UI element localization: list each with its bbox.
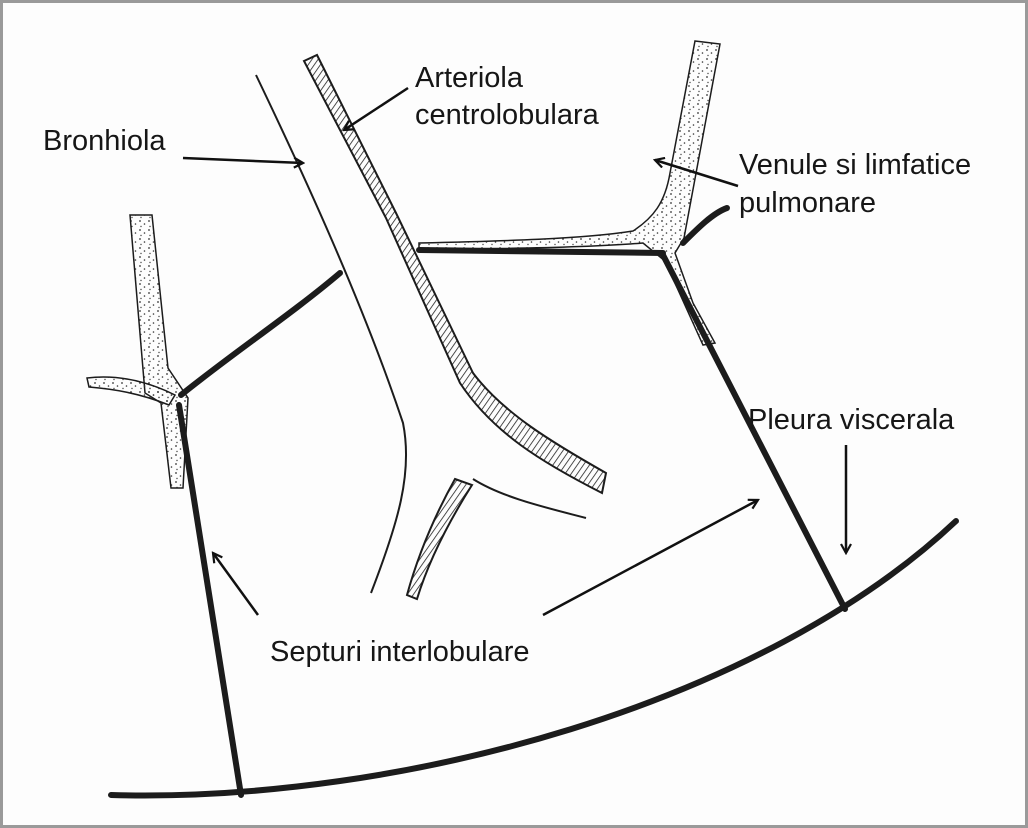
arrow-septuri-right — [543, 500, 758, 615]
arrow-septuri-left — [213, 553, 258, 615]
label-bronhiola: Bronhiola — [43, 124, 166, 158]
arteriole-lower-branch — [407, 479, 472, 599]
left-interlobular-septum — [179, 405, 241, 795]
label-arteriola-line1: Arteriola — [415, 61, 523, 95]
arrow-arteriola — [344, 88, 408, 130]
pleura-visceral-line — [111, 521, 956, 795]
arrow-bronhiola — [183, 158, 303, 163]
bronchiole-branch-edge — [473, 479, 586, 518]
upper-interlobular-septum — [419, 250, 663, 253]
left-upper-septum — [181, 273, 340, 395]
right-venule-branch-stub — [683, 208, 727, 243]
label-arteriola-line2: centrolobulara — [415, 98, 599, 132]
left-venule-dotted — [130, 215, 188, 488]
label-septuri: Septuri interlobulare — [270, 635, 530, 669]
label-pleura: Pleura viscerala — [748, 403, 954, 437]
bronchiole-outline — [256, 75, 406, 593]
label-venule-line1: Venule si limfatice — [739, 148, 971, 182]
label-venule-line2: pulmonare — [739, 186, 876, 220]
